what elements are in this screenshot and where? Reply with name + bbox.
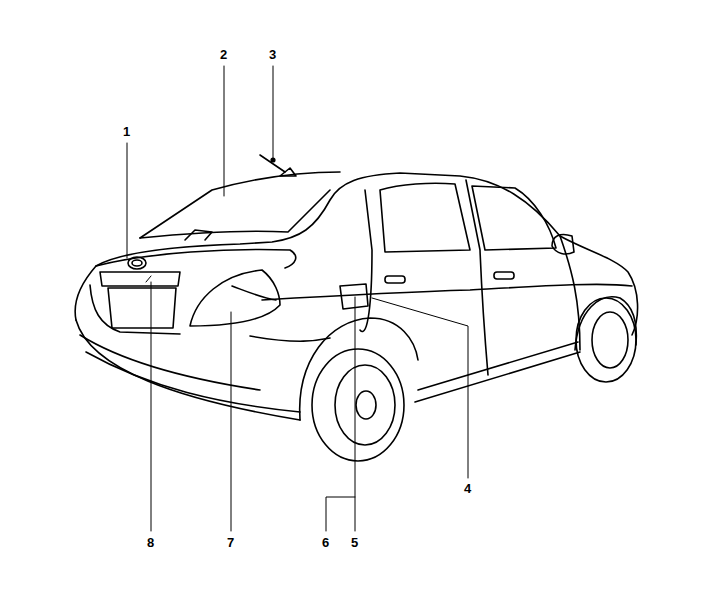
callout-number: 7 [227,536,234,549]
callout-number: 4 [464,482,471,495]
callout-number: 5 [351,536,358,549]
callout-number: 3 [269,48,276,61]
callout-number: 8 [147,536,154,549]
callout-number: 2 [220,48,227,61]
callout-number: 6 [322,536,329,549]
callout-number: 1 [123,125,130,138]
